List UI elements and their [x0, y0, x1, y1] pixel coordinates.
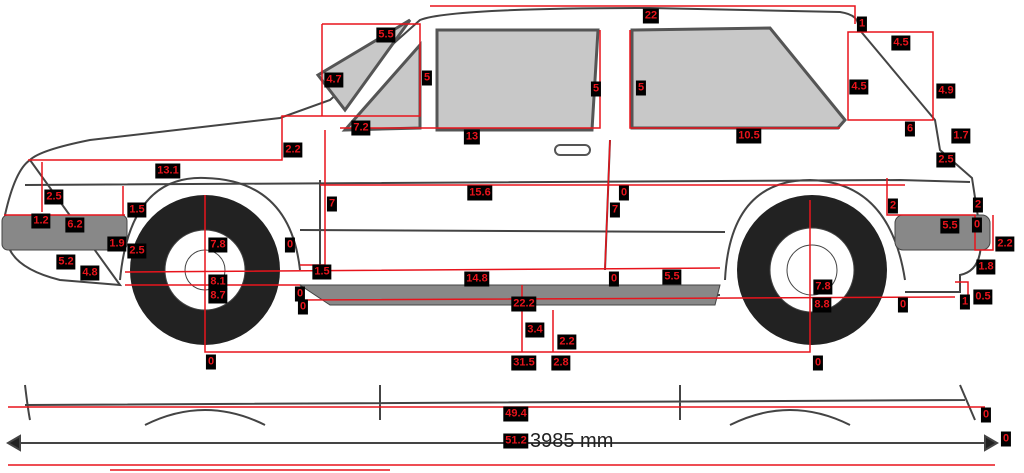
measurement-label: 5 [635, 80, 647, 96]
measurement-label: 0.5 [973, 289, 993, 305]
measurement-label: 0 [297, 299, 309, 315]
measurement-label: 1.7 [951, 128, 971, 144]
measurement-label: 6 [904, 121, 916, 137]
windows [315, 18, 847, 132]
measurement-label: 8.1 [208, 274, 228, 290]
measurement-label: 2 [972, 197, 984, 213]
measurement-label: 0 [897, 297, 909, 313]
length-arrow [6, 434, 999, 452]
measurement-label: 49.4 [503, 406, 529, 422]
measurement-label: 4.5 [849, 79, 869, 95]
door-handle-icon [554, 144, 591, 156]
measurement-label: 0 [1000, 431, 1012, 447]
measurement-label: 7.8 [813, 279, 833, 295]
measurement-label: 1 [856, 16, 868, 32]
measurement-label: 7.2 [351, 120, 371, 136]
measurement-label: 0 [618, 185, 630, 201]
measurement-label: 0 [971, 217, 983, 233]
measurement-label: 13 [463, 129, 481, 145]
measurement-label: 5.2 [56, 254, 76, 270]
measurement-label: 1.2 [31, 213, 51, 229]
measurement-label: 0 [284, 237, 296, 253]
measurement-label: 13.1 [155, 163, 181, 179]
measurement-label: 3.4 [525, 322, 545, 338]
measurement-label: 31.5 [511, 355, 537, 371]
measurement-label: 14.8 [464, 271, 490, 287]
measurement-label: 7.8 [208, 237, 228, 253]
measurement-label: 2.8 [551, 355, 571, 371]
measurement-label: 5 [421, 70, 433, 86]
measurement-label: 5.5 [376, 27, 396, 43]
measurement-label: 2.5 [44, 189, 64, 205]
measurement-label: 1 [959, 294, 971, 310]
measurement-label: 2.2 [557, 334, 577, 350]
measurement-label: 22 [642, 8, 660, 24]
measurement-label: 4.5 [891, 35, 911, 51]
measurement-label: 4.8 [80, 265, 100, 281]
measurement-label: 4.7 [324, 72, 344, 88]
measurement-label: 2.2 [283, 142, 303, 158]
measurement-label: 7 [326, 196, 338, 212]
measurement-label: 10.5 [736, 128, 762, 144]
measurement-label: 5.5 [940, 218, 960, 234]
measurement-label: 0 [608, 271, 620, 287]
measurement-label: 0 [205, 354, 217, 370]
measurement-label: 7 [609, 202, 621, 218]
measurement-label: 5.5 [662, 269, 682, 285]
measurement-label: 51.2 [503, 433, 529, 449]
measurement-label: 22.2 [511, 296, 537, 312]
door-window [435, 28, 600, 132]
measurement-label: 8.8 [812, 297, 832, 313]
windshield-edge [315, 18, 412, 113]
measurement-label: 1.5 [127, 202, 147, 218]
measurement-label: 1.5 [312, 264, 332, 280]
measurement-label: 4.9 [936, 83, 956, 99]
measurement-label: 2.2 [995, 236, 1015, 252]
measurement-label: 0 [294, 286, 306, 302]
measurement-label: 0 [980, 407, 992, 423]
rear-side-window [630, 26, 847, 130]
measurement-label: 8.7 [208, 288, 228, 304]
measurement-label: 15.6 [467, 185, 493, 201]
measurement-label: 1.8 [976, 259, 996, 275]
measurement-label: 2.5 [936, 152, 956, 168]
measurement-label: 1.9 [107, 236, 127, 252]
measurement-label: 2 [887, 198, 899, 214]
car-body-outline [3, 6, 982, 426]
measurement-label: 2.5 [127, 243, 147, 259]
measurement-label: 6.2 [65, 217, 85, 233]
measurement-label: 5 [590, 81, 602, 97]
overall-length-text: 3985 mm [530, 430, 614, 452]
measurement-label: 0 [812, 355, 824, 371]
